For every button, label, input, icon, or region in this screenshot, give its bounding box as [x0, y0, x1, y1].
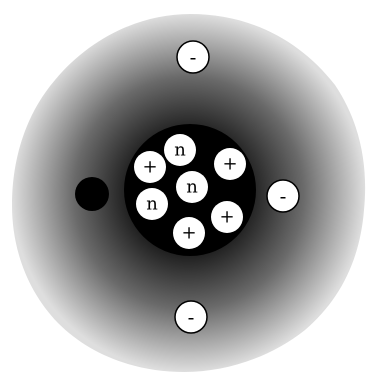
particle-neutron-left: n	[136, 188, 168, 220]
solid-particle-left	[75, 177, 109, 211]
particle-proton-lower-right: +	[211, 201, 243, 233]
proton-label: +	[219, 207, 234, 228]
proton-label: +	[142, 157, 157, 178]
electron-right: -	[266, 179, 300, 213]
particle-proton-upper-left: +	[134, 151, 166, 183]
proton-label: +	[181, 223, 196, 244]
particle-proton-bottom: +	[173, 217, 205, 249]
particle-neutron-top: n	[164, 134, 196, 166]
proton-label: +	[222, 154, 237, 175]
neutron-label: n	[146, 194, 158, 215]
neutron-label: n	[174, 140, 186, 161]
electron-bottom: -	[174, 300, 208, 334]
electron-label: -	[188, 305, 195, 329]
particle-proton-upper-right: +	[214, 148, 246, 180]
electron-label: -	[280, 184, 287, 208]
electron-top: -	[176, 40, 210, 74]
particle-neutron-center: n	[176, 171, 208, 203]
neutron-label: n	[186, 177, 198, 198]
electron-label: -	[190, 45, 197, 69]
